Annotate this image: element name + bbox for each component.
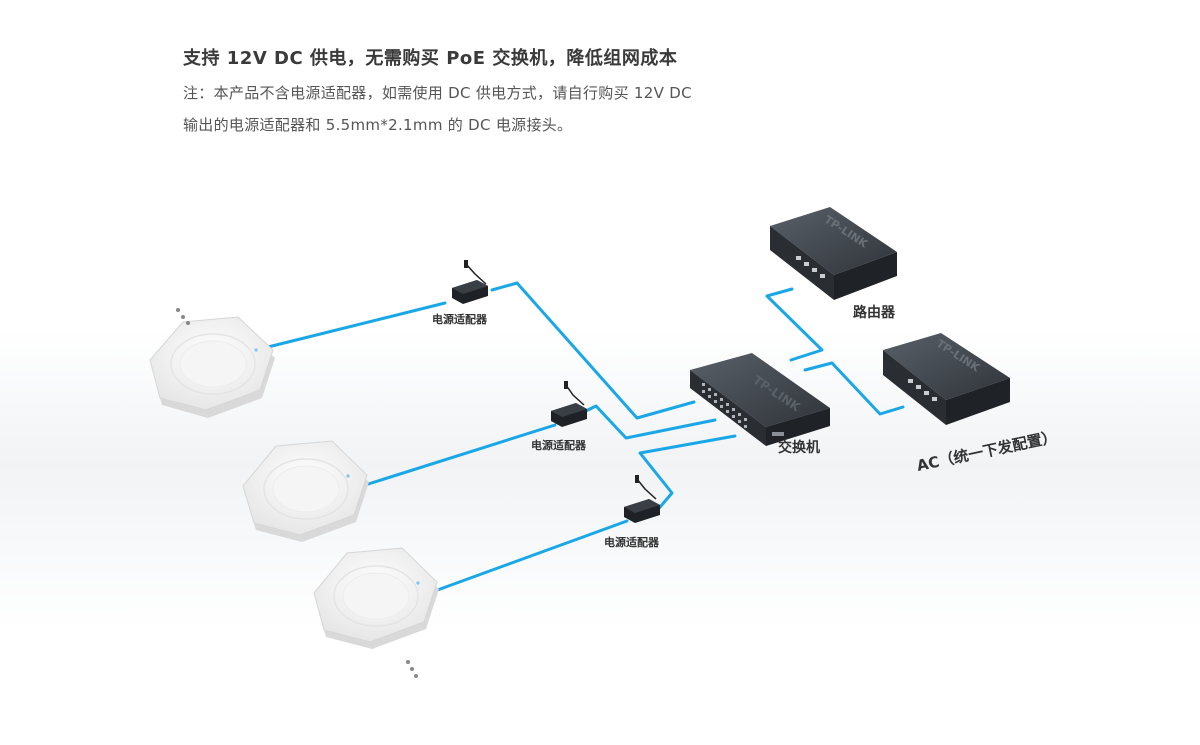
ap-device-3 [313, 547, 439, 649]
cable-switch-router [765, 287, 824, 362]
ac-device: TP-LINK AC（统一下发配置） [883, 333, 1058, 475]
note-line-1: 注：本产品不含电源适配器，如需使用 DC 供电方式，请自行购买 12V DC [183, 84, 692, 102]
cable-adapter3-switch [638, 434, 737, 515]
ap-device-2 [242, 440, 369, 542]
router-label: 路由器 [853, 304, 896, 321]
cable-ap2-adapter2 [360, 423, 557, 488]
cable-adapter2-switch [580, 404, 717, 440]
power-adapter-1: 电源适配器 [432, 260, 488, 326]
power-adapter-3: 电源适配器 [604, 475, 660, 549]
cable-ap1-adapter1 [266, 301, 447, 349]
ap-device-1 [149, 316, 275, 418]
ac-label: AC（统一下发配置） [915, 428, 1058, 475]
page-title: 支持 12V DC 供电，无需购买 PoE 交换机，降低组网成本 [183, 48, 678, 69]
switch-label: 交换机 [778, 439, 820, 456]
ap-dots-bottom [406, 660, 418, 678]
cables [266, 281, 905, 594]
cable-adapter1-switch [490, 281, 696, 420]
ap-dots-top [176, 308, 190, 325]
power-adapter-2: 电源适配器 [531, 381, 587, 452]
note-line-2: 输出的电源适配器和 5.5mm*2.1mm 的 DC 电源接头。 [183, 116, 573, 134]
cable-switch-ac [803, 361, 905, 416]
cable-ap3-adapter3 [430, 519, 629, 594]
adapter-label-2: 电源适配器 [531, 438, 587, 452]
adapter-label-3: 电源适配器 [604, 535, 660, 549]
router-device: TP-LINK 路由器 [770, 207, 897, 321]
adapter-label-1: 电源适配器 [432, 312, 488, 326]
